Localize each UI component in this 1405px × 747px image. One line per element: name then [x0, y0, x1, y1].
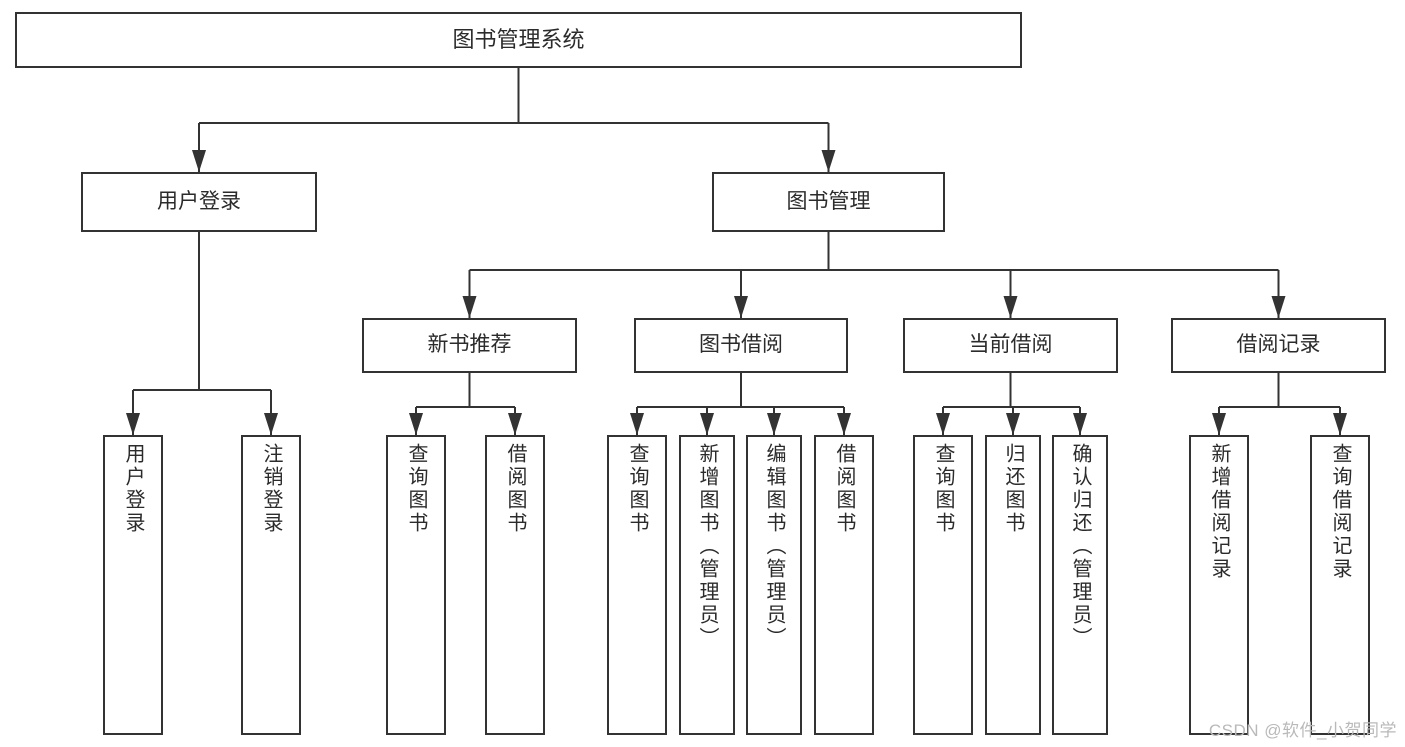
node-records: 借阅记录 — [1171, 318, 1386, 373]
node-root: 图书管理系统 — [15, 12, 1022, 68]
node-label: 新增借阅记录 — [1208, 443, 1230, 581]
node-l_logout: 注销登录 — [241, 435, 301, 735]
node-l_bo_query: 查询图书 — [607, 435, 667, 735]
node-label: 查询图书 — [626, 443, 648, 535]
node-label: 归还图书 — [1002, 443, 1024, 535]
node-label: 查询图书 — [405, 443, 427, 535]
node-bookmgmt: 图书管理 — [712, 172, 945, 232]
node-label: 图书借阅 — [699, 333, 783, 357]
node-label: 借阅图书 — [504, 443, 526, 535]
node-label: 用户登录 — [157, 189, 241, 213]
node-l_bo_borrow: 借阅图书 — [814, 435, 874, 735]
node-label: 图书管理系统 — [452, 27, 585, 53]
node-l_nb_query: 查询图书 — [386, 435, 446, 735]
watermark: CSDN @软件_小贺同学 — [1208, 721, 1397, 740]
node-label: 注销登录 — [260, 443, 282, 535]
node-l_re_query: 查询借阅记录 — [1310, 435, 1370, 735]
node-borrow: 图书借阅 — [634, 318, 848, 373]
node-label: 用户登录 — [122, 443, 144, 535]
node-l_cu_confirm: 确认归还（管理员） — [1052, 435, 1108, 735]
node-current: 当前借阅 — [903, 318, 1118, 373]
node-label: 新增图书（管理员） — [696, 443, 718, 650]
node-l_re_add: 新增借阅记录 — [1189, 435, 1249, 735]
node-login: 用户登录 — [81, 172, 317, 232]
node-newbook: 新书推荐 — [362, 318, 577, 373]
node-label: 查询借阅记录 — [1329, 443, 1351, 581]
node-label: 图书管理 — [786, 189, 871, 213]
node-label: 当前借阅 — [968, 333, 1053, 357]
node-l_nb_borrow: 借阅图书 — [485, 435, 545, 735]
node-label: 借阅记录 — [1236, 333, 1321, 357]
node-l_cu_return: 归还图书 — [985, 435, 1041, 735]
node-l_bo_edit: 编辑图书（管理员） — [746, 435, 802, 735]
node-l_userlogin: 用户登录 — [103, 435, 163, 735]
node-label: 编辑图书（管理员） — [763, 443, 785, 650]
node-label: 借阅图书 — [833, 443, 855, 535]
node-l_cu_query: 查询图书 — [913, 435, 973, 735]
node-label: 查询图书 — [932, 443, 954, 535]
node-label: 新书推荐 — [427, 333, 512, 357]
node-l_bo_add: 新增图书（管理员） — [679, 435, 735, 735]
node-label: 确认归还（管理员） — [1069, 443, 1091, 650]
